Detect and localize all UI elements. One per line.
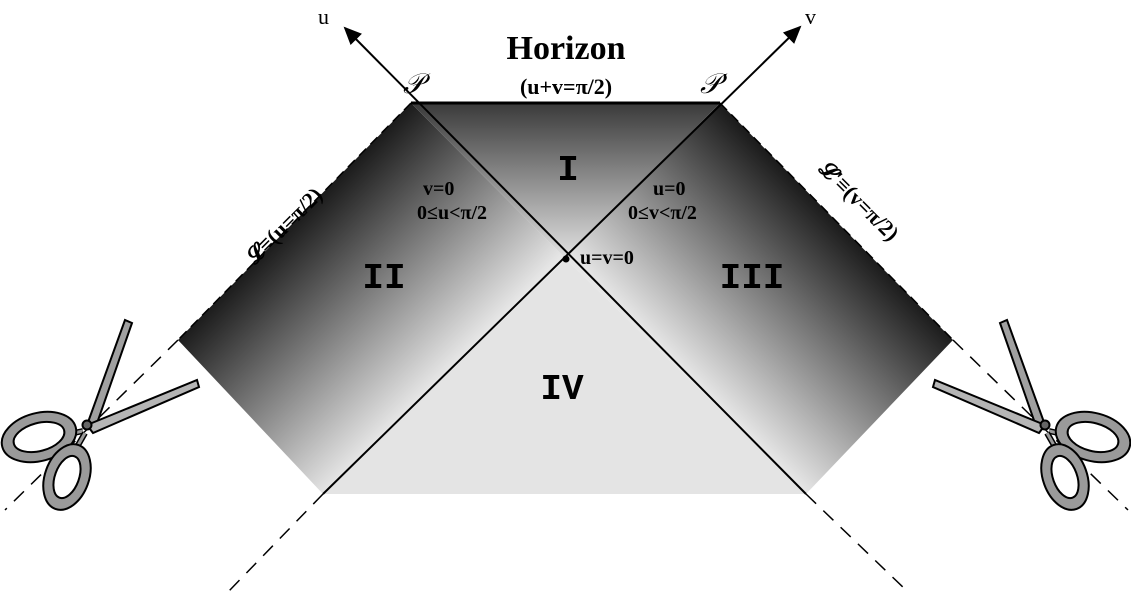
v-axis-dashed-extension xyxy=(227,493,324,593)
scissors-icon xyxy=(0,318,201,511)
region-iii-fill xyxy=(566,103,953,494)
u-axis-line xyxy=(343,26,807,495)
region-i-label: I xyxy=(557,150,579,191)
region-i-fill xyxy=(411,103,720,259)
region-iii-label: III xyxy=(720,258,785,299)
u-axis-label: u xyxy=(318,4,329,29)
point-p-label: 𝒫 xyxy=(403,69,431,100)
right-axis-condition-2: 0≤v<π/2 xyxy=(628,202,697,224)
u-axis-dashed-extension xyxy=(805,493,909,593)
v-axis-line xyxy=(322,25,802,495)
scissors-icon xyxy=(931,318,1131,511)
region-iv-fill xyxy=(323,259,806,494)
right-edge-dashed xyxy=(719,102,954,341)
v-axis-label: v xyxy=(805,4,816,29)
right-axis-condition-1: u=0 xyxy=(653,178,686,200)
horizon-title: Horizon xyxy=(507,30,626,67)
region-iv-label: IV xyxy=(540,369,584,410)
origin-label: u=v=0 xyxy=(580,247,634,269)
left-axis-condition-2: 0≤u<π/2 xyxy=(417,202,487,224)
left-edge-dashed xyxy=(177,102,412,341)
region-ii-fill xyxy=(178,103,566,494)
left-axis-condition-1: v=0 xyxy=(423,178,454,200)
origin-dot xyxy=(562,255,570,263)
region-ii-label: II xyxy=(362,258,405,299)
point-p-prime-label: 𝒫' xyxy=(700,69,728,100)
horizon-equation: (u+v=π/2) xyxy=(520,74,612,99)
